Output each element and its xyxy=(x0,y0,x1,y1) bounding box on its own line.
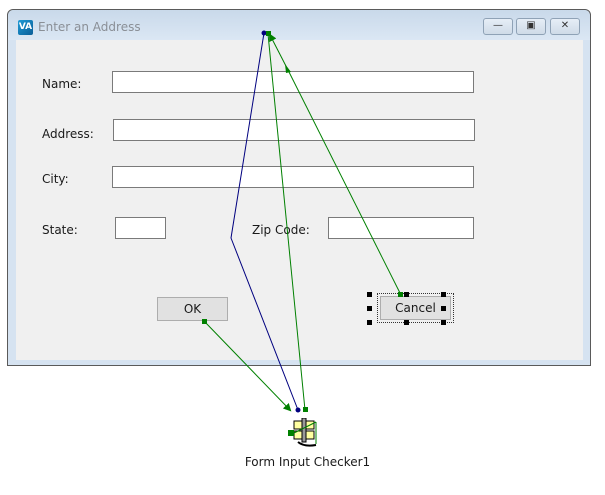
city-label: City: xyxy=(42,172,69,186)
state-input[interactable] xyxy=(115,217,166,239)
title-bar[interactable]: VA Enter an Address — ▣ ✕ xyxy=(8,10,590,40)
close-button[interactable]: ✕ xyxy=(550,18,580,35)
ok-button[interactable]: OK xyxy=(157,297,228,321)
selection-handle[interactable] xyxy=(367,292,372,297)
selection-handle[interactable] xyxy=(441,306,446,311)
selection-handle[interactable] xyxy=(441,320,446,325)
selection-handle[interactable] xyxy=(404,292,409,297)
form-input-checker-node[interactable] xyxy=(288,417,320,448)
address-label: Address: xyxy=(42,127,94,141)
maximize-button[interactable]: ▣ xyxy=(516,18,546,35)
selection-handle[interactable] xyxy=(367,320,372,325)
window-title: Enter an Address xyxy=(38,20,141,34)
city-input[interactable] xyxy=(112,166,474,188)
maximize-icon: ▣ xyxy=(526,20,536,31)
app-va-icon: VA xyxy=(18,20,33,35)
green-wire xyxy=(267,33,306,411)
state-label: State: xyxy=(42,223,78,237)
minimize-icon: — xyxy=(493,20,503,31)
name-input[interactable] xyxy=(112,71,474,93)
minimize-button[interactable]: — xyxy=(483,18,513,35)
form-checker-icon xyxy=(288,417,317,447)
address-input[interactable] xyxy=(113,119,475,141)
zip-code-label: Zip Code: xyxy=(252,223,310,237)
component-label: Form Input Checker1 xyxy=(244,455,371,469)
form-client-area: Name: Address: City: State: Zip Code: OK… xyxy=(16,40,583,360)
selection-handle[interactable] xyxy=(367,306,372,311)
name-label: Name: xyxy=(42,77,82,91)
selection-handle[interactable] xyxy=(404,320,409,325)
selection-handle[interactable] xyxy=(441,292,446,297)
blue-wire xyxy=(230,32,299,411)
form-window: VA Enter an Address — ▣ ✕ Name: Address:… xyxy=(7,9,591,366)
cancel-button[interactable]: Cancel xyxy=(377,293,454,323)
close-icon: ✕ xyxy=(560,20,570,31)
